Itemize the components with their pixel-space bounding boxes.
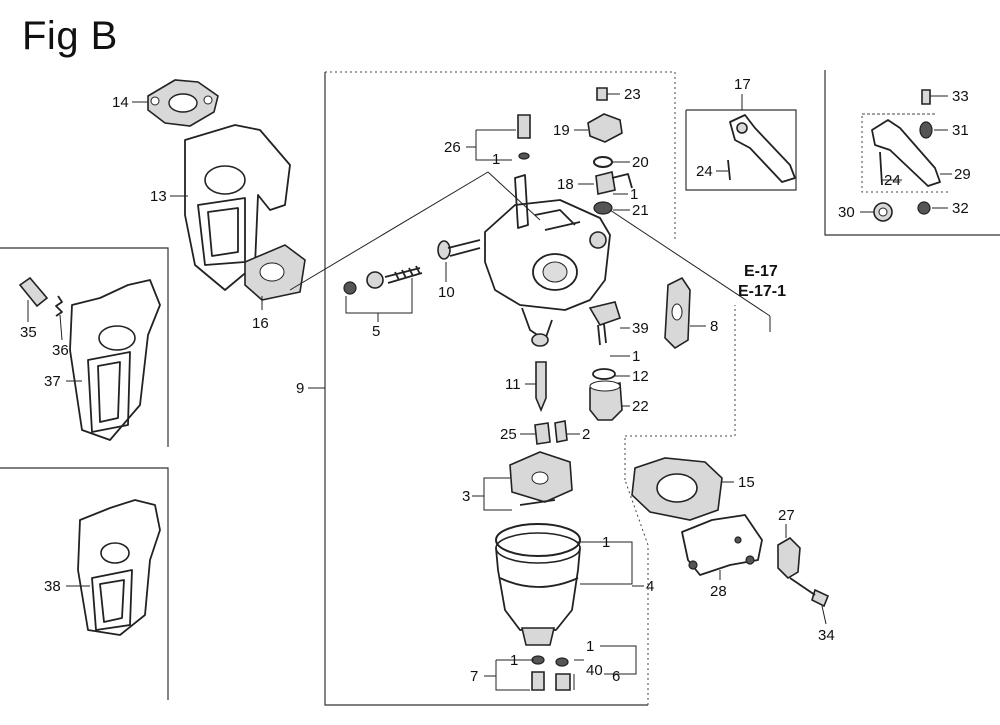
part-20-gasket [593, 156, 613, 168]
callout-26: 26 [444, 139, 461, 156]
callout-2: 2 [582, 426, 590, 443]
callout-1-e: 1 [510, 652, 518, 669]
part-22-jet [589, 380, 623, 421]
callout-37: 37 [44, 373, 61, 390]
callout-24-a: 24 [696, 163, 713, 180]
part-23-screw [596, 87, 608, 101]
left-plate-frame-a [0, 247, 169, 447]
callout-3: 3 [462, 488, 470, 505]
reference-e17-1: E-17-1 [738, 283, 786, 300]
callout-9: 9 [296, 380, 304, 397]
callout-19: 19 [553, 122, 570, 139]
callout-36: 36 [52, 342, 69, 359]
callout-28: 28 [710, 583, 727, 600]
callout-1-d: 1 [602, 534, 610, 551]
part-14-gasket [147, 79, 219, 127]
part-2-jet [554, 420, 568, 443]
callout-29: 29 [954, 166, 971, 183]
callout-21: 21 [632, 202, 649, 219]
part-4-float-chamber [495, 523, 581, 646]
callout-40: 40 [586, 662, 603, 679]
callout-22: 22 [632, 398, 649, 415]
figure-title: Fig B [22, 14, 118, 58]
carburetor-body [484, 174, 611, 347]
callout-33: 33 [952, 88, 969, 105]
callout-34: 34 [818, 627, 835, 644]
part-5-screw-set [343, 265, 423, 295]
part-35-pin [18, 276, 49, 308]
part-34-bolt [789, 577, 830, 608]
part-10-screw [437, 239, 481, 260]
callout-16: 16 [252, 315, 269, 332]
callout-23: 23 [624, 86, 641, 103]
callout-39: 39 [632, 320, 649, 337]
callout-1-c: 1 [632, 348, 640, 365]
callout-24-b: 24 [884, 172, 901, 189]
callout-27: 27 [778, 507, 795, 524]
callout-12: 12 [632, 368, 649, 385]
callout-1-b: 1 [630, 186, 638, 203]
callout-31: 31 [952, 122, 969, 139]
part-27-clamp [777, 536, 801, 580]
governor-lever-frame [824, 70, 1000, 236]
part-17-lever [727, 114, 796, 183]
leader-lines [27, 93, 952, 691]
part-39-screw [588, 301, 621, 346]
part-30-nut [873, 202, 893, 222]
part-37-plate [69, 279, 161, 441]
carburetor-assembly-frame [324, 72, 648, 706]
callout-14: 14 [112, 94, 129, 111]
callout-20: 20 [632, 154, 649, 171]
callout-11: 11 [505, 376, 521, 393]
part-32-nut [917, 201, 931, 215]
frames [0, 70, 1000, 706]
callout-13: 13 [150, 188, 167, 205]
part-36-spring [55, 295, 63, 317]
callout-35: 35 [20, 324, 37, 341]
part-25-jet [534, 422, 551, 445]
part-12-oring [592, 368, 616, 380]
callout-1-a: 1 [492, 151, 500, 168]
part-8-gasket [664, 276, 691, 350]
part-19-cover [587, 113, 623, 143]
callout-32: 32 [952, 200, 969, 217]
part-11-needle [535, 361, 547, 413]
callout-numbers: 14 13 16 35 36 37 38 9 5 10 26 1 23 19 2… [20, 76, 971, 685]
part-29-lever [871, 119, 941, 187]
callout-38: 38 [44, 578, 61, 595]
part-18-valve [595, 171, 633, 195]
callout-1-f: 1 [586, 638, 594, 655]
callout-4: 4 [646, 578, 654, 595]
part-3-float [509, 451, 573, 506]
callout-25: 25 [500, 426, 517, 443]
part-13-insulator-plate [184, 124, 291, 291]
callout-6: 6 [612, 668, 620, 685]
part-15-gasket [631, 457, 723, 521]
part-21-oring [593, 201, 613, 215]
callout-30: 30 [838, 204, 855, 221]
callout-18: 18 [557, 176, 574, 193]
callout-7: 7 [470, 668, 478, 685]
part-31-washer [919, 121, 933, 139]
part-38-plate [77, 499, 161, 636]
callout-15: 15 [738, 474, 755, 491]
part-28-bracket [681, 514, 763, 576]
part-16-gasket [244, 244, 306, 301]
part-33-bolt [921, 89, 931, 105]
part-26-screw [517, 114, 531, 160]
left-plate-frame-b [0, 467, 169, 700]
callout-10: 10 [438, 284, 455, 301]
callout-17: 17 [734, 76, 751, 93]
part-7-bolt [531, 655, 545, 691]
callout-5: 5 [372, 323, 380, 340]
callout-8: 8 [710, 318, 718, 335]
reference-e17: E-17 [744, 263, 778, 280]
part-40-plug [555, 657, 571, 691]
